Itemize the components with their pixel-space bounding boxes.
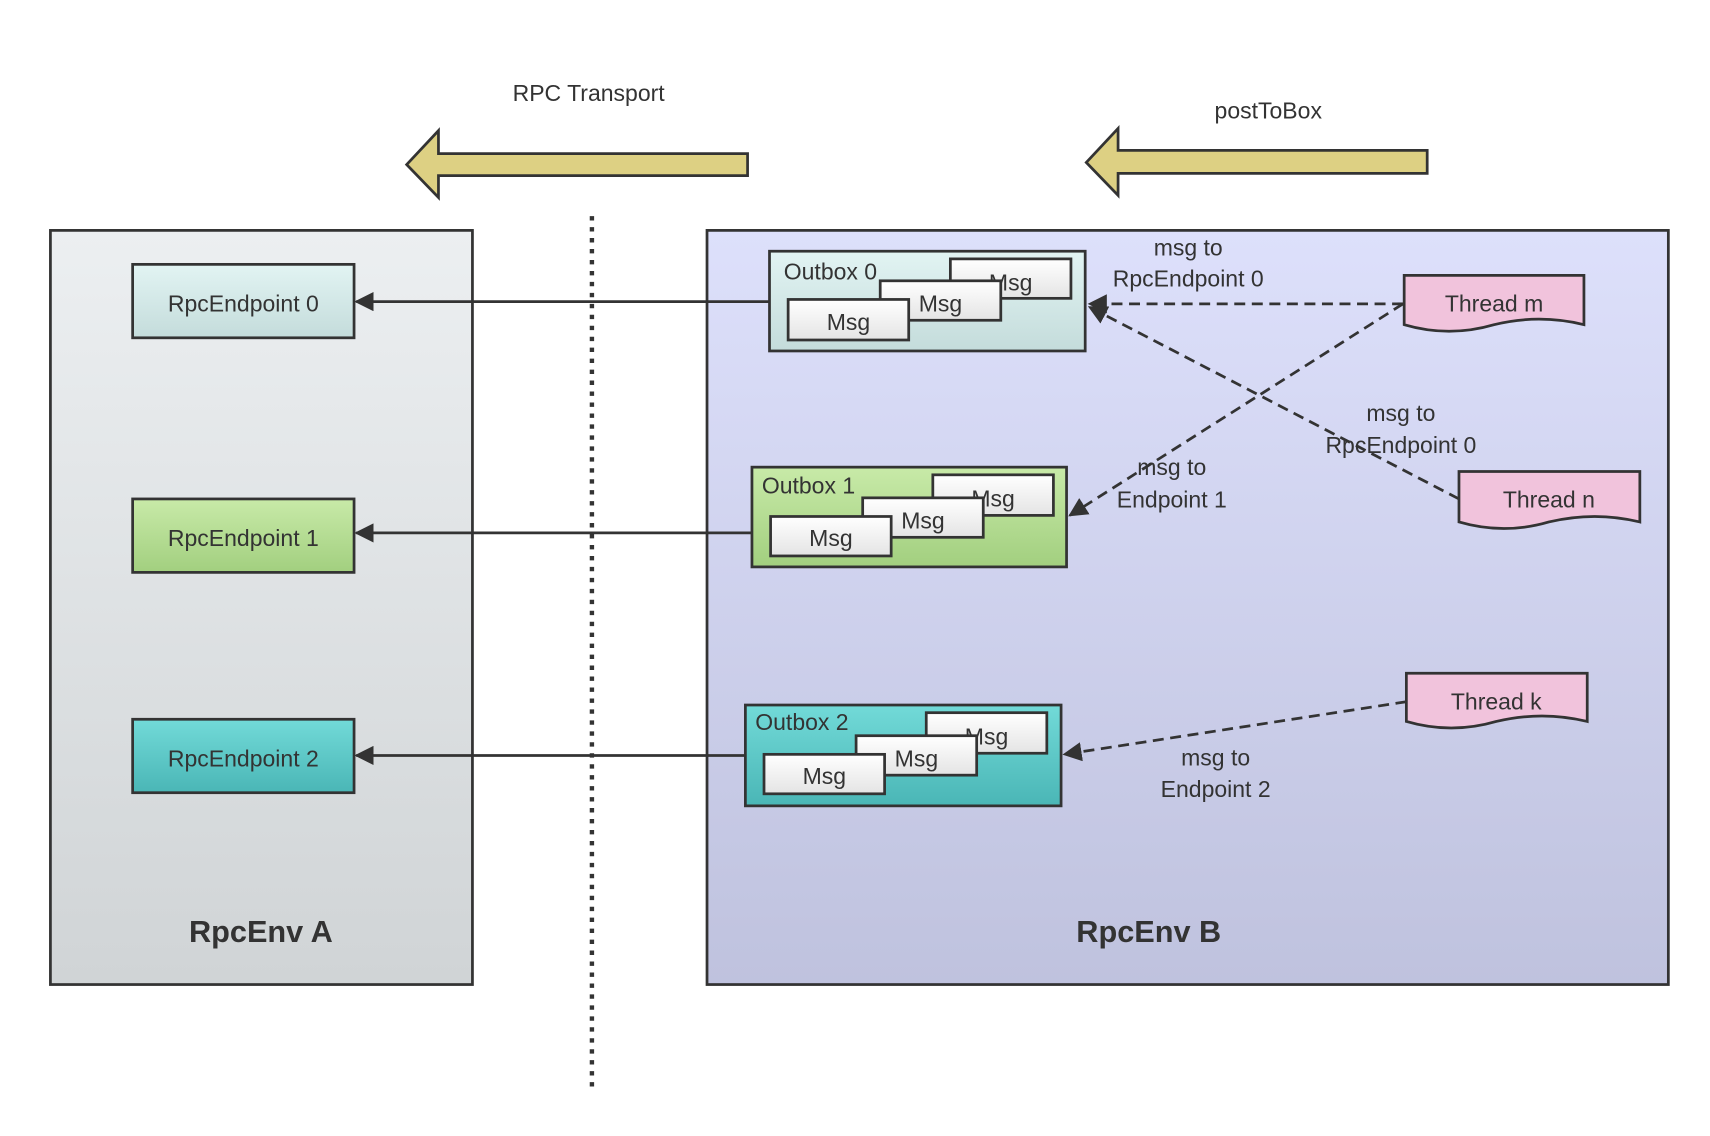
env-a-title: RpcEnv A	[189, 914, 333, 949]
rpc-transport-label: RPC Transport	[513, 80, 666, 106]
svg-text:RpcEndpoint 2: RpcEndpoint 2	[168, 745, 319, 771]
svg-text:Endpoint 2: Endpoint 2	[1161, 776, 1271, 802]
svg-text:Msg: Msg	[919, 291, 962, 317]
svg-text:Outbox 2: Outbox 2	[755, 709, 848, 735]
svg-text:Msg: Msg	[803, 763, 846, 789]
post-to-box-arrow: postToBox	[1084, 98, 1429, 199]
edge-label: msg to Endpoint 1	[1117, 454, 1227, 513]
rpc-endpoint-2: RpcEndpoint 2	[131, 717, 356, 795]
thread-k: Thread k	[1404, 671, 1589, 730]
svg-text:Msg: Msg	[809, 525, 852, 551]
edge-thread-k-outbox2	[1062, 700, 1407, 762]
svg-text:Endpoint 1: Endpoint 1	[1117, 487, 1227, 513]
outbox-0: Outbox 0 Msg Msg Msg	[768, 249, 1087, 353]
svg-text:Msg: Msg	[895, 745, 938, 771]
svg-text:Msg: Msg	[901, 508, 944, 534]
svg-text:Thread n: Thread n	[1503, 487, 1595, 513]
msg: Msg	[878, 279, 1003, 322]
svg-text:msg to: msg to	[1137, 454, 1206, 480]
svg-text:msg to: msg to	[1154, 235, 1223, 261]
svg-text:RpcEndpoint 0: RpcEndpoint 0	[1113, 265, 1264, 291]
rpc-endpoint-1: RpcEndpoint 1	[131, 497, 356, 574]
edge-label: msg to RpcEndpoint 0	[1113, 235, 1264, 292]
svg-text:Msg: Msg	[827, 309, 870, 335]
outbox-1: Outbox 1 Msg Msg Msg	[750, 465, 1068, 569]
thread-n: Thread n	[1457, 470, 1642, 530]
svg-text:Outbox 1: Outbox 1	[762, 472, 855, 498]
svg-text:RpcEndpoint 0: RpcEndpoint 0	[168, 291, 319, 317]
svg-text:RpcEndpoint 1: RpcEndpoint 1	[168, 525, 319, 551]
rpc-env-b: RpcEnv B	[705, 229, 1670, 986]
rpc-env-a: RpcEnv A RpcEndpoint 0 RpcEndpoint 1 Rpc…	[49, 229, 474, 986]
svg-text:Thread m: Thread m	[1445, 291, 1543, 317]
msg: Msg	[762, 752, 886, 796]
edge-thread-m-outbox1	[1068, 302, 1404, 517]
svg-text:RpcEndpoint 0: RpcEndpoint 0	[1325, 432, 1476, 458]
svg-text:Outbox 0: Outbox 0	[784, 259, 877, 285]
edge-label: msg to Endpoint 2	[1161, 744, 1271, 802]
outbox-2: Outbox 2 Msg Msg Msg	[744, 703, 1063, 808]
svg-text:msg to: msg to	[1181, 744, 1250, 770]
env-b-title: RpcEnv B	[1076, 914, 1221, 949]
rpc-transport-arrow: RPC Transport	[404, 80, 749, 201]
msg: Msg	[769, 515, 893, 558]
rpc-endpoint-0: RpcEndpoint 0	[131, 262, 356, 340]
msg: Msg	[786, 298, 911, 342]
post-to-box-label: postToBox	[1215, 98, 1323, 124]
svg-text:msg to: msg to	[1366, 400, 1435, 426]
edge-label: msg to RpcEndpoint 0	[1325, 400, 1476, 458]
svg-text:Thread k: Thread k	[1451, 688, 1542, 714]
thread-m: Thread m	[1402, 273, 1586, 333]
